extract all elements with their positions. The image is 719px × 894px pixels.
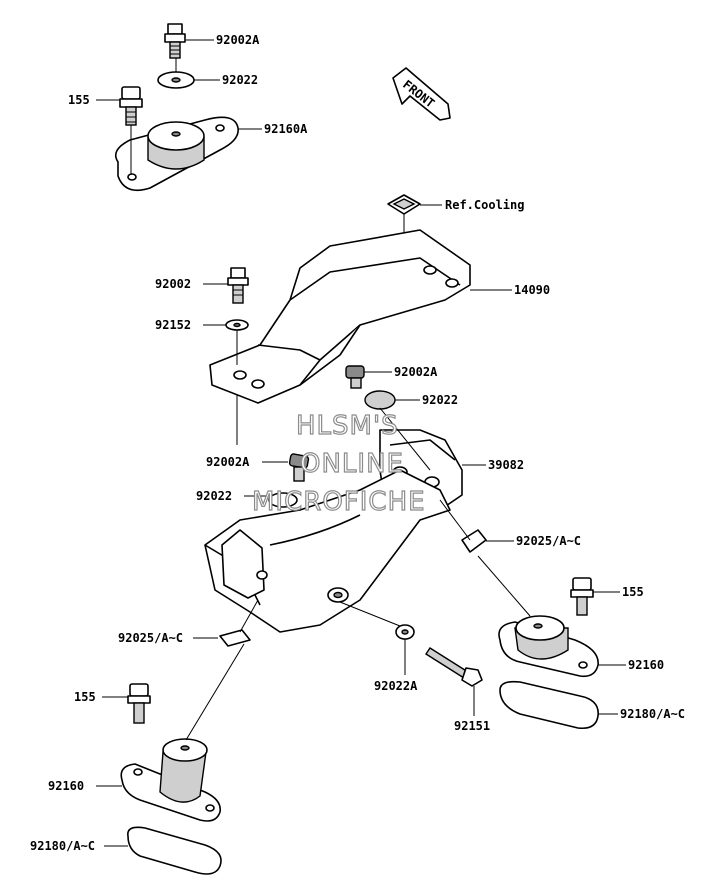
label-92002A-top: 92002A <box>216 33 260 47</box>
label-92160-left: 92160 <box>48 779 84 793</box>
bolt-92002A-left <box>288 453 310 482</box>
mount-92160-right <box>498 615 599 678</box>
label-92180-left: 92180/A~C <box>30 839 95 853</box>
label-39082: 39082 <box>488 458 524 472</box>
label-92022-left: 92022 <box>196 489 232 503</box>
watermark-line3: MICROFICHE <box>252 487 426 517</box>
label-92025-left: 92025/A~C <box>118 631 183 645</box>
label-155-top: 155 <box>68 93 90 107</box>
plate-92180-left <box>127 826 222 875</box>
label-92002: 92002 <box>155 277 191 291</box>
label-14090: 14090 <box>514 283 550 297</box>
label-92180-right: 92180/A~C <box>620 707 685 721</box>
front-arrow-icon: FRONT <box>392 67 451 121</box>
ref-cooling-icon <box>387 194 421 215</box>
watermark: HLSM'S ONLINE MICROFICHE <box>251 410 426 517</box>
label-92025-right: 92025/A~C <box>516 534 581 548</box>
mount-92160-left <box>120 738 222 822</box>
bracket-14090 <box>209 229 471 404</box>
top-bolt-92002A <box>164 23 186 59</box>
watermark-line2: ONLINE <box>300 449 404 479</box>
clip-92025-right <box>461 529 487 553</box>
bolt-155-right <box>570 577 594 616</box>
label-155-right: 155 <box>622 585 644 599</box>
top-mount-92160A <box>114 116 239 192</box>
leader-lines <box>96 39 626 847</box>
label-92151: 92151 <box>454 719 490 733</box>
label-92002A-mid: 92002A <box>394 365 438 379</box>
engine-cradle-frame <box>204 469 451 633</box>
label-92022-mid: 92022 <box>422 393 458 407</box>
bolt-92002A-mid <box>345 365 365 389</box>
label-92160A: 92160A <box>264 122 308 136</box>
bolt-92002 <box>227 267 249 304</box>
top-bolt-155 <box>119 86 143 126</box>
label-155-left: 155 <box>74 690 96 704</box>
watermark-line1: HLSM'S <box>296 411 399 441</box>
plate-92180-right <box>499 680 599 730</box>
label-92022-top: 92022 <box>222 73 258 87</box>
label-92002A-left: 92002A <box>206 455 250 469</box>
label-92160-right: 92160 <box>628 658 664 672</box>
label-92152: 92152 <box>155 318 191 332</box>
label-ref-cooling: Ref.Cooling <box>445 198 524 212</box>
bolt-92151 <box>425 647 483 687</box>
part-labels: 92002A 92022 155 92160A Ref.Cooling 9200… <box>30 33 685 853</box>
washer-92022-left <box>268 492 298 508</box>
washer-92022-mid <box>364 390 396 410</box>
clip-92025-left <box>219 629 251 647</box>
bolt-155-left <box>127 683 151 724</box>
label-92022A: 92022A <box>374 679 418 693</box>
